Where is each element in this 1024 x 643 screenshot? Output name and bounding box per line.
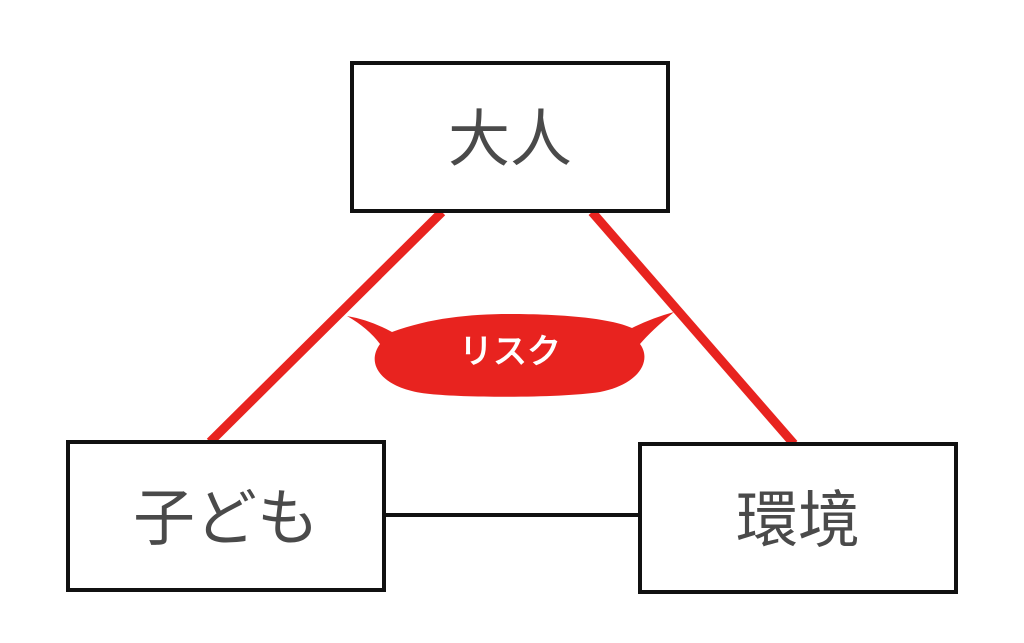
risk-badge-shape	[347, 312, 674, 397]
risk-badge: リスク	[347, 312, 674, 397]
node-child-box	[66, 440, 386, 592]
risk-line-right	[588, 209, 798, 447]
node-environment-label: 環境	[736, 484, 860, 557]
risk-line-left	[206, 208, 446, 446]
node-environment: 環境	[638, 442, 958, 594]
node-adult-box	[350, 61, 670, 213]
node-adult: 大人	[350, 61, 670, 213]
node-child: 子ども	[66, 440, 386, 592]
node-adult-label: 大人	[448, 103, 572, 176]
node-child-label: 子ども	[133, 482, 319, 555]
risk-label: リスク	[459, 332, 561, 372]
node-environment-box	[638, 442, 958, 594]
